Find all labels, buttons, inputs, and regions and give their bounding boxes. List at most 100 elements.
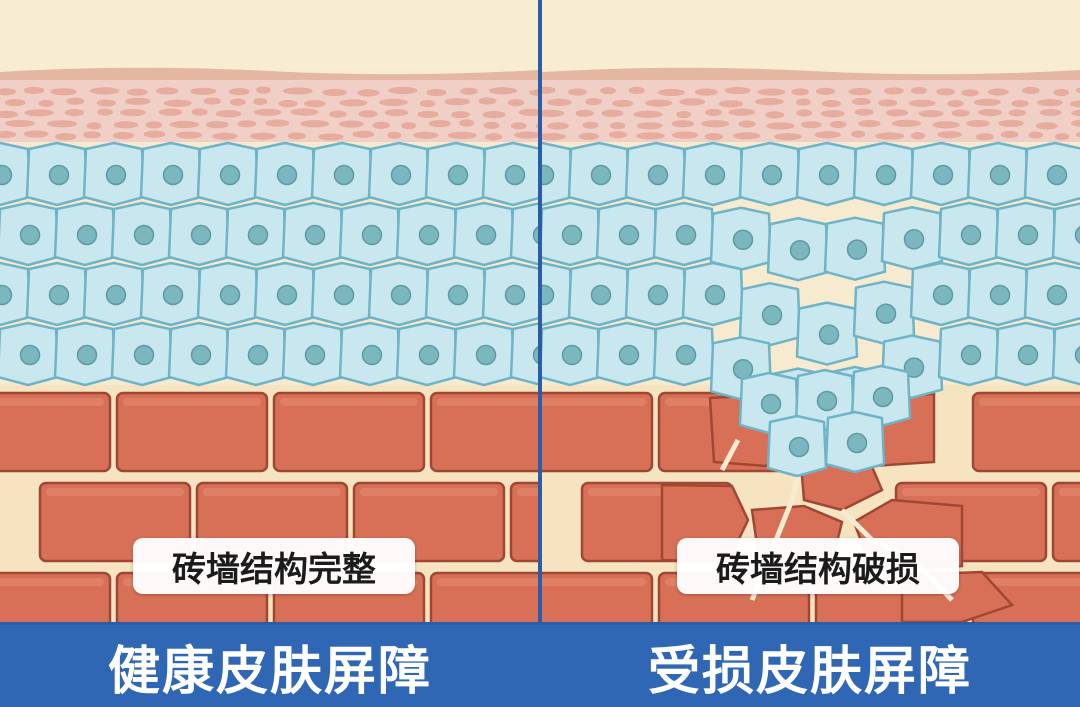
cell-nucleus [848, 434, 867, 453]
cell-nucleus [0, 166, 12, 185]
speckle [146, 121, 162, 128]
speckle [256, 86, 271, 93]
speckle [238, 120, 257, 127]
speckle [911, 132, 925, 139]
speckle [1055, 133, 1070, 140]
healthy-structure-label: 砖墙结构完整 [133, 538, 415, 594]
cell-nucleus [706, 166, 725, 185]
speckle [918, 110, 943, 117]
cell-nucleus [542, 286, 554, 305]
cell-nucleus [763, 306, 782, 325]
speckle [725, 87, 751, 94]
speckle [636, 132, 664, 139]
speckle [1001, 131, 1019, 138]
speckle [379, 99, 408, 106]
speckle [909, 100, 936, 107]
brick-highlight [902, 488, 1040, 496]
speckle [5, 120, 35, 127]
speckle [478, 97, 496, 104]
speckle [291, 108, 319, 115]
speckle [878, 99, 897, 106]
speckle [216, 110, 242, 117]
cell-nucleus [1019, 226, 1038, 245]
speckle [97, 99, 116, 106]
speckle [318, 133, 343, 140]
damaged-barrier-panel [542, 0, 1080, 622]
speckle [998, 120, 1023, 127]
cell-nucleus [278, 166, 297, 185]
cell-nucleus [192, 346, 211, 365]
cell-nucleus [506, 166, 525, 185]
brick-highlight [360, 488, 498, 496]
speckle [886, 109, 908, 116]
cell-nucleus [592, 286, 611, 305]
cell-nucleus [620, 346, 639, 365]
cell-nucleus [135, 226, 154, 245]
speckle [858, 120, 881, 127]
speckle [47, 120, 77, 127]
speckle [90, 87, 120, 94]
cell-nucleus [934, 166, 953, 185]
speckle [701, 120, 729, 127]
cell-nucleus [762, 395, 781, 414]
speckle [144, 131, 166, 138]
cell-nucleus [50, 166, 69, 185]
speckle [976, 133, 994, 140]
healthy-skin-illustration [0, 0, 538, 622]
speckle [460, 88, 478, 95]
speckle [459, 119, 474, 126]
footer-bar: 健康皮肤屏障 受损皮肤屏障 [0, 622, 1080, 704]
speckle [952, 110, 970, 117]
speckle [938, 131, 962, 138]
speckle [705, 109, 722, 116]
speckle [705, 133, 723, 140]
speckle [113, 132, 134, 139]
brick-highlight [0, 398, 104, 406]
speckle [24, 87, 44, 94]
speckle [547, 122, 569, 129]
cell-nucleus [50, 286, 69, 305]
cell-nucleus [21, 226, 40, 245]
speckle [417, 111, 438, 118]
cell-nucleus [221, 166, 240, 185]
cell-nucleus [620, 226, 639, 245]
speckle [585, 98, 602, 105]
cell-nucleus [649, 166, 668, 185]
speckle [445, 98, 470, 105]
cell-nucleus [78, 346, 97, 365]
speckle [451, 111, 470, 118]
cell-nucleus [649, 286, 668, 305]
speckle [884, 87, 904, 94]
speckle [978, 109, 1002, 116]
cell-nucleus [734, 230, 753, 249]
speckle [679, 98, 705, 105]
cell-nucleus [420, 346, 439, 365]
speckle [728, 109, 755, 116]
speckle [50, 88, 76, 95]
speckle [855, 109, 874, 116]
cell-nucleus [542, 166, 554, 185]
cell-nucleus [363, 226, 382, 245]
brick-highlight [1059, 488, 1080, 496]
speckle [265, 119, 289, 126]
speckle [206, 121, 229, 128]
speckle [676, 111, 691, 118]
speckle [791, 88, 809, 95]
speckle [738, 120, 755, 127]
cell-nucleus [934, 286, 953, 305]
cell-nucleus [477, 226, 496, 245]
brick-highlight [203, 488, 341, 496]
cell-layer [0, 143, 538, 385]
cell-nucleus [107, 166, 126, 185]
speckle [24, 109, 53, 116]
speckle [300, 120, 329, 127]
cell-nucleus [1048, 166, 1067, 185]
speckle [278, 100, 297, 107]
healthy-barrier-panel [0, 0, 538, 622]
speckle [801, 121, 822, 128]
speckle [413, 132, 438, 139]
cell-nucleus [905, 230, 924, 249]
speckle [86, 122, 101, 129]
speckle [547, 99, 572, 106]
speckle [1040, 109, 1061, 116]
